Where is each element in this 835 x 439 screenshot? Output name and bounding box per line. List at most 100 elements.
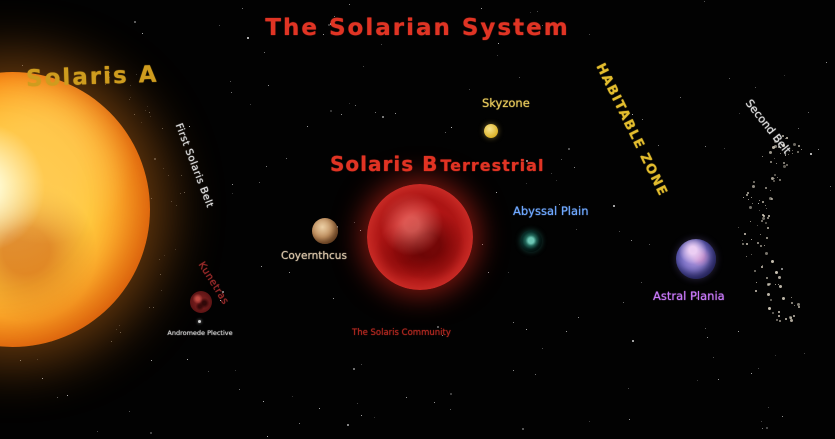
star bbox=[360, 229, 362, 231]
belt-rock bbox=[782, 144, 785, 147]
belt-rock bbox=[158, 259, 160, 261]
star bbox=[319, 408, 321, 409]
belt-rock bbox=[766, 277, 769, 279]
star bbox=[555, 179, 557, 181]
belt-rock bbox=[761, 200, 764, 203]
belt-rock bbox=[159, 273, 161, 275]
belt-rock bbox=[150, 115, 152, 117]
star bbox=[497, 43, 499, 45]
belt-rock bbox=[745, 243, 748, 246]
star bbox=[623, 302, 624, 304]
star bbox=[704, 146, 706, 148]
star bbox=[150, 431, 153, 434]
belt-rock bbox=[761, 156, 763, 158]
star bbox=[348, 4, 350, 6]
belt-rock bbox=[773, 145, 777, 148]
belt-rock bbox=[752, 202, 754, 204]
star bbox=[488, 272, 490, 274]
star bbox=[784, 74, 786, 76]
star bbox=[568, 147, 571, 150]
star bbox=[451, 127, 453, 128]
star bbox=[512, 370, 514, 372]
andromede-plective-label: Andromede Plective bbox=[167, 329, 233, 337]
belt-rock bbox=[748, 198, 749, 200]
star bbox=[573, 167, 575, 169]
belt-rock bbox=[179, 193, 181, 194]
star bbox=[718, 378, 720, 380]
belt-rock bbox=[762, 214, 765, 217]
star bbox=[535, 374, 537, 376]
star bbox=[679, 97, 681, 99]
belt-rock bbox=[108, 72, 110, 74]
belt-rock bbox=[777, 283, 779, 285]
star bbox=[649, 243, 651, 245]
star bbox=[128, 411, 130, 413]
belt-rock bbox=[760, 220, 763, 223]
kunetras-planet bbox=[190, 291, 212, 313]
star bbox=[434, 401, 435, 403]
star bbox=[541, 347, 543, 349]
belt-rock bbox=[777, 142, 780, 145]
star bbox=[629, 418, 631, 420]
star bbox=[781, 416, 783, 417]
star bbox=[737, 331, 739, 333]
star bbox=[258, 181, 260, 183]
star bbox=[229, 80, 231, 82]
belt-rock bbox=[759, 199, 761, 201]
belt-rock bbox=[744, 233, 746, 236]
astral-plania-label: Astral Plania bbox=[653, 289, 725, 303]
star bbox=[468, 88, 470, 90]
star bbox=[395, 113, 397, 115]
belt-rock bbox=[105, 84, 107, 86]
belt-rock bbox=[767, 217, 769, 219]
belt-rock bbox=[146, 106, 148, 108]
star bbox=[353, 221, 355, 223]
belt-rock bbox=[773, 173, 776, 176]
star bbox=[495, 191, 497, 193]
star bbox=[754, 87, 756, 88]
star bbox=[627, 387, 629, 389]
belt-rock bbox=[789, 316, 792, 320]
page-title: The Solarian System bbox=[265, 15, 570, 41]
star bbox=[357, 402, 359, 404]
belt-rock bbox=[771, 259, 774, 263]
belt-rock bbox=[180, 174, 182, 176]
star bbox=[208, 370, 210, 372]
solaris-b-label: Solaris B bbox=[330, 152, 439, 176]
belt-rock bbox=[140, 122, 142, 123]
star bbox=[66, 395, 68, 397]
belt-rock bbox=[752, 181, 755, 183]
star bbox=[375, 112, 377, 114]
belt-rock bbox=[761, 265, 763, 266]
belt-rock bbox=[776, 318, 779, 321]
star bbox=[565, 330, 567, 332]
star bbox=[353, 367, 355, 370]
belt-rock bbox=[149, 111, 151, 113]
belt-rock bbox=[790, 297, 792, 298]
belt-rock bbox=[782, 296, 786, 300]
star bbox=[482, 243, 483, 245]
star bbox=[298, 423, 300, 425]
star bbox=[826, 62, 828, 64]
solaris-b-planet bbox=[367, 184, 473, 290]
star bbox=[810, 152, 813, 155]
belt-rock bbox=[755, 282, 757, 284]
coyernthcus-planet bbox=[312, 218, 338, 244]
belt-rock bbox=[778, 276, 782, 280]
star bbox=[559, 204, 561, 206]
belt-rock bbox=[764, 205, 766, 207]
star bbox=[680, 296, 682, 297]
belt-rock bbox=[793, 314, 795, 317]
star bbox=[775, 355, 777, 356]
star bbox=[519, 77, 521, 78]
star bbox=[333, 298, 335, 299]
star bbox=[341, 114, 343, 116]
star bbox=[354, 104, 356, 106]
star bbox=[323, 33, 325, 35]
belt-rock bbox=[778, 178, 781, 181]
star bbox=[560, 158, 562, 160]
belt-rock bbox=[761, 266, 764, 269]
star bbox=[41, 377, 43, 379]
star bbox=[263, 51, 265, 53]
belt-rock bbox=[118, 324, 120, 326]
